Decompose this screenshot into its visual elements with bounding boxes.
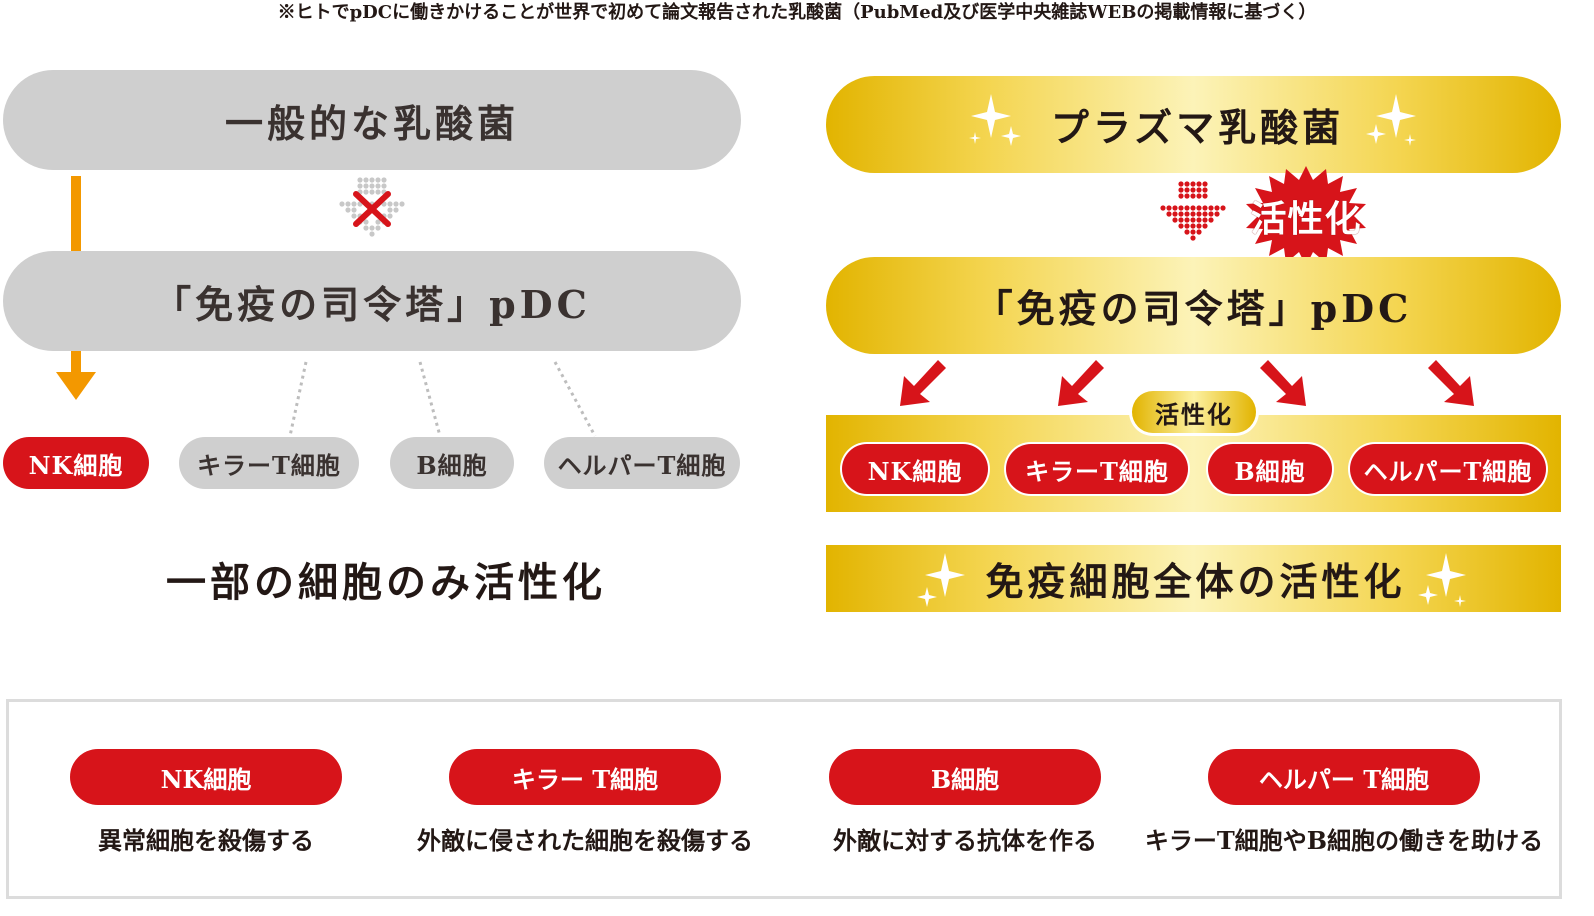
left-cell-killer-t: キラーT細胞 — [179, 437, 359, 489]
right-result-band: 免疫細胞全体の活性化 — [826, 545, 1561, 612]
right-result-label: 免疫細胞全体の活性化 — [985, 559, 1406, 604]
legend-b-label: B細胞 — [930, 764, 1000, 794]
general-bacteria-pill: 一般的な乳酸菌 — [3, 70, 741, 170]
plasma-bacteria-label: プラズマ乳酸菌 — [1050, 105, 1345, 150]
legend-nk-desc: 異常細胞を殺傷する — [98, 826, 314, 855]
activation-starburst: 活性化 — [1240, 166, 1372, 266]
red-arrow-icon — [1428, 360, 1474, 406]
legend-killer-t-pill: キラー T細胞 — [449, 749, 721, 805]
legend-helper-t-desc: キラーT細胞やB細胞の働きを助ける — [1144, 826, 1544, 855]
legend-helper-t-label: ヘルパー T細胞 — [1258, 764, 1430, 794]
legend-box — [6, 699, 1562, 899]
red-arrow-icon — [1058, 360, 1104, 406]
legend-nk-pill: NK細胞 — [70, 749, 342, 805]
right-cell-nk-label: NK細胞 — [867, 456, 963, 486]
legend-killer-t-desc: 外敵に侵された細胞を殺傷する — [417, 826, 753, 855]
sparkle-icon — [1362, 90, 1422, 159]
starburst-icon — [1246, 166, 1366, 266]
legend-b-desc: 外敵に対する抗体を作る — [833, 826, 1097, 855]
right-cell-helper-t: ヘルパーT細胞 — [1350, 444, 1546, 494]
sparkle-icon — [917, 549, 971, 609]
right-pdc-label: 「免疫の司令塔」pDC — [974, 286, 1413, 331]
legend-b-pill: B細胞 — [829, 749, 1101, 805]
left-pdc-label: 「免疫の司令塔」pDC — [153, 281, 591, 327]
left-cell-helper-t: ヘルパーT細胞 — [544, 437, 740, 489]
legend-helper-t-pill: ヘルパー T細胞 — [1208, 749, 1480, 805]
general-bacteria-label: 一般的な乳酸菌 — [224, 100, 519, 146]
cells-activation-badge-label: 活性化 — [1155, 399, 1233, 429]
blocked-arrow-icon — [339, 177, 405, 237]
left-cell-killer-t-label: キラーT細胞 — [197, 450, 341, 480]
right-cell-helper-t-label: ヘルパーT細胞 — [1363, 456, 1533, 486]
sparkle-icon — [1416, 549, 1470, 609]
right-cell-killer-t-label: キラーT細胞 — [1025, 456, 1169, 486]
legend-nk-label: NK細胞 — [160, 764, 252, 794]
left-cell-nk: NK細胞 — [3, 437, 149, 489]
right-cell-b: B細胞 — [1208, 444, 1332, 494]
dotted-connectors — [288, 361, 597, 437]
right-cell-b-label: B細胞 — [1234, 456, 1306, 486]
left-result-text: 一部の細胞のみ活性化 — [166, 559, 606, 606]
red-arrows — [900, 360, 1474, 406]
activation-badge-label: 活性化 — [1250, 198, 1362, 240]
left-pdc-pill: 「免疫の司令塔」pDC — [3, 251, 741, 351]
left-cell-b-label: B細胞 — [416, 450, 488, 480]
red-arrow-icon — [900, 360, 946, 406]
right-cell-killer-t: キラーT細胞 — [1006, 444, 1188, 494]
right-cell-nk: NK細胞 — [842, 444, 988, 494]
sparkle-icon — [965, 90, 1025, 159]
plasma-bacteria-pill: プラズマ乳酸菌 — [826, 76, 1561, 173]
left-cell-helper-t-label: ヘルパーT細胞 — [557, 450, 727, 480]
left-cell-b: B細胞 — [390, 437, 514, 489]
footnote: ※ヒトでpDCに働きかけることが世界で初めて論文報告された乳酸菌（PubMed及… — [277, 2, 1317, 23]
left-cell-nk-label: NK細胞 — [28, 450, 124, 480]
cells-activation-badge: 活性化 — [1132, 391, 1256, 433]
legend-killer-t-label: キラー T細胞 — [511, 764, 659, 794]
red-dot-arrow-icon — [1160, 181, 1226, 241]
right-pdc-pill: 「免疫の司令塔」pDC — [826, 257, 1561, 354]
red-arrow-icon — [1260, 360, 1306, 406]
